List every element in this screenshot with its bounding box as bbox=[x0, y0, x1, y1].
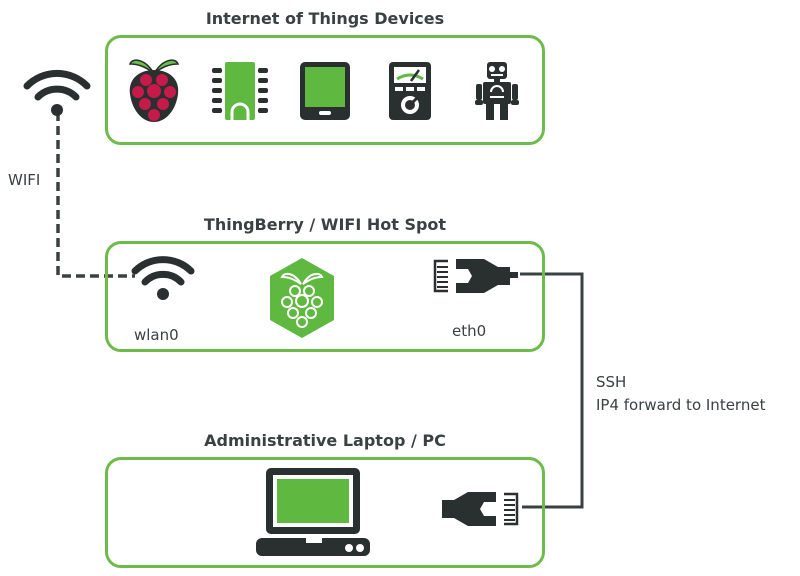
ssh-label: SSH bbox=[596, 373, 627, 391]
wlan0-label: wlan0 bbox=[134, 326, 179, 344]
admin-box bbox=[105, 457, 545, 568]
hotspot-box bbox=[105, 241, 545, 352]
robot-icon bbox=[475, 62, 519, 120]
thingberry-logo-icon bbox=[270, 258, 334, 338]
ethernet-connection-line bbox=[520, 272, 584, 509]
wifi-connection-label: WIFI bbox=[8, 171, 41, 189]
tablet-icon bbox=[300, 62, 350, 120]
raspberry-pi-icon bbox=[128, 59, 180, 122]
wifi-icon bbox=[23, 69, 91, 116]
admin-section-title: Administrative Laptop / PC bbox=[204, 431, 446, 450]
wifi-connection-line bbox=[56, 112, 135, 278]
ip4-forward-label: IP4 forward to Internet bbox=[596, 396, 766, 414]
eth0-ethernet-plug-icon bbox=[433, 259, 518, 293]
multimeter-icon bbox=[389, 62, 431, 120]
laptop-ethernet-plug-icon bbox=[442, 492, 519, 526]
ethernet-connection-label: SSH IP4 forward to Internet bbox=[596, 371, 765, 417]
laptop-icon bbox=[256, 468, 370, 556]
wlan0-wifi-icon bbox=[131, 256, 195, 300]
microchip-icon bbox=[212, 62, 268, 120]
eth0-label: eth0 bbox=[452, 322, 487, 340]
iot-devices-box bbox=[105, 35, 545, 145]
hotspot-section-title: ThingBerry / WIFI Hot Spot bbox=[203, 215, 447, 234]
iot-section-title: Internet of Things Devices bbox=[205, 9, 445, 28]
